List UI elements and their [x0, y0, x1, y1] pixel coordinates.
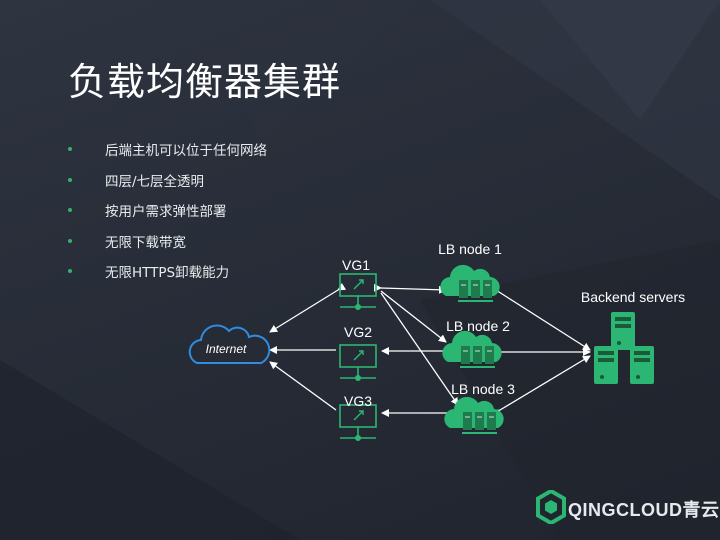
bullet-dot-icon	[68, 208, 72, 212]
lb-node-1: LB node 1	[438, 241, 502, 302]
vg-gateway-icon	[339, 344, 377, 382]
vg3-label: VG3	[344, 393, 372, 409]
bullet-dot-icon	[68, 177, 72, 182]
bullet-dot-icon	[68, 238, 72, 243]
feature-text: 无限下载带宽	[105, 234, 186, 251]
backend-servers: Backend servers	[581, 289, 685, 384]
feature-text: 按用户需求弹性部署	[105, 204, 227, 220]
bullet-dot-icon	[68, 147, 72, 151]
feature-text: 无限HTTPS卸载能力	[105, 265, 230, 281]
qingcloud-logo-icon	[536, 488, 566, 526]
vg-gateway-icon	[339, 404, 377, 442]
lb-server-cloud-icon	[439, 263, 501, 302]
logo-text: QINGCLOUD青云	[568, 500, 720, 520]
connection-arrows	[269, 282, 591, 418]
slide-title: 负载均衡器集群	[68, 60, 342, 104]
lb-node-2-label: LB node 2	[446, 318, 510, 334]
feature-text: 四层/七层全透明	[105, 173, 205, 190]
vg-gateway-icon	[339, 273, 377, 311]
backend-servers-label: Backend servers	[581, 289, 685, 305]
qingcloud-logo: QINGCLOUD青云	[536, 488, 719, 526]
vg2-label: VG2	[344, 324, 372, 340]
server-icon	[630, 346, 654, 384]
server-icon	[594, 346, 618, 384]
vg3-node: VG3	[339, 393, 377, 442]
feature-text: 后端主机可以位于任何网络	[105, 143, 267, 159]
lb-node-3-label: LB node 3	[451, 381, 515, 397]
lb-server-cloud-icon	[443, 395, 505, 434]
server-icon	[611, 312, 635, 350]
lb-node-2: LB node 2	[441, 318, 510, 368]
vg2-node: VG2	[339, 324, 377, 382]
lb-node-3: LB node 3	[443, 381, 515, 434]
lb-server-cloud-icon	[441, 329, 503, 368]
internet-label: Internet	[206, 342, 247, 356]
internet-cloud: Internet	[188, 324, 271, 364]
vg1-label: VG1	[342, 257, 370, 273]
bullet-dot-icon	[68, 269, 72, 273]
vg1-node: VG1	[339, 257, 377, 311]
lb-node-1-label: LB node 1	[438, 241, 502, 257]
